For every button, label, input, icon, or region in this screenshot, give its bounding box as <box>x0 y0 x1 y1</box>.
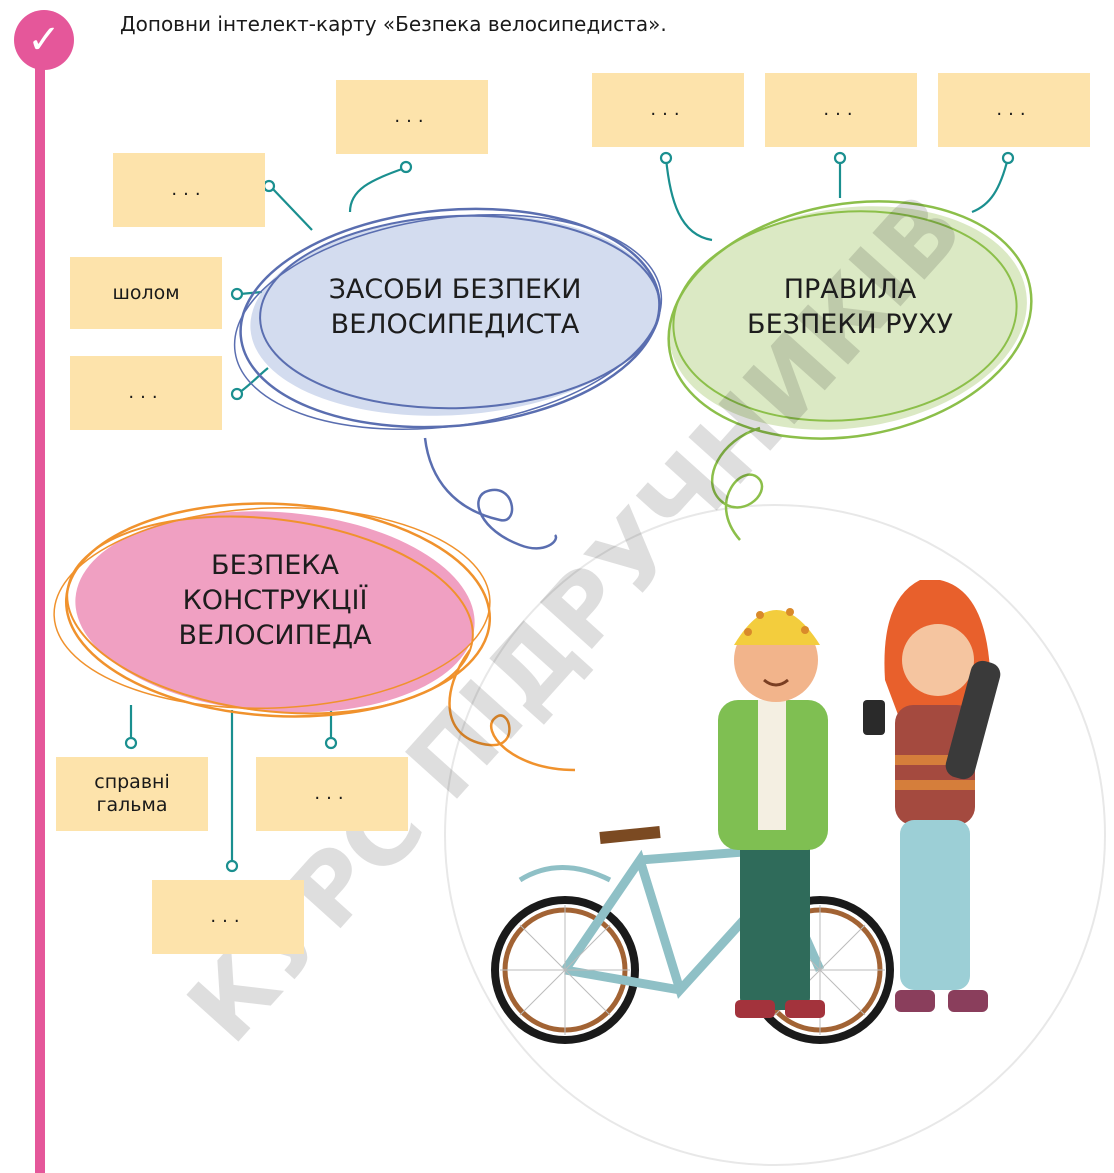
traffic-rules-item-1[interactable]: ... <box>592 73 744 147</box>
task-instruction: Доповни інтелект-карту «Безпека велосипе… <box>120 12 667 36</box>
safety-means-line-1: ЗАСОБИ БЕЗПЕКИ <box>328 274 582 305</box>
pink-bubble <box>53 502 576 772</box>
green-connectors <box>664 157 1010 242</box>
green-bubble <box>667 200 1033 541</box>
traffic-rules-line-1: ПРАВИЛА <box>783 274 917 305</box>
safety-means-item-4[interactable]: ... <box>70 356 222 430</box>
check-icon: ✓ <box>14 10 74 70</box>
brakes-line-2: гальма <box>96 794 168 816</box>
girl-icon <box>863 580 1001 1012</box>
traffic-rules-item-2[interactable]: ... <box>765 73 917 147</box>
node-traffic-rules-title: ПРАВИЛА БЕЗПЕКИ РУХУ <box>700 272 1000 342</box>
bike-safety-item-2[interactable]: ... <box>256 757 408 831</box>
bike-safety-item-3[interactable]: ... <box>152 880 304 954</box>
bike-safety-line-3: ВЕЛОСИПЕДА <box>178 620 372 652</box>
left-accent-bar <box>35 62 45 1173</box>
node-bike-safety-title: БЕЗПЕКА КОНСТРУКЦІЇ ВЕЛОСИПЕДА <box>120 548 430 653</box>
traffic-rules-line-2: БЕЗПЕКИ РУХУ <box>747 309 953 341</box>
traffic-rules-item-3[interactable]: ... <box>938 73 1090 147</box>
bike-safety-line-2: КОНСТРУКЦІЇ <box>182 585 368 617</box>
blue-bubble <box>233 207 663 550</box>
node-safety-means-title: ЗАСОБИ БЕЗПЕКИ ВЕЛОСИПЕДИСТА <box>275 272 635 342</box>
safety-means-item-1[interactable]: ... <box>336 80 488 154</box>
bike-safety-line-1: БЕЗПЕКА <box>211 550 339 581</box>
boy-icon <box>718 608 828 1018</box>
safety-means-item-helmet: шолом <box>70 257 222 329</box>
bike-safety-item-brakes: справні гальма <box>56 757 208 831</box>
safety-means-line-2: ВЕЛОСИПЕДИСТА <box>330 309 580 341</box>
brakes-line-1: справні <box>94 771 170 794</box>
safety-means-item-2[interactable]: ... <box>113 153 265 227</box>
blue-connectors <box>239 166 406 393</box>
